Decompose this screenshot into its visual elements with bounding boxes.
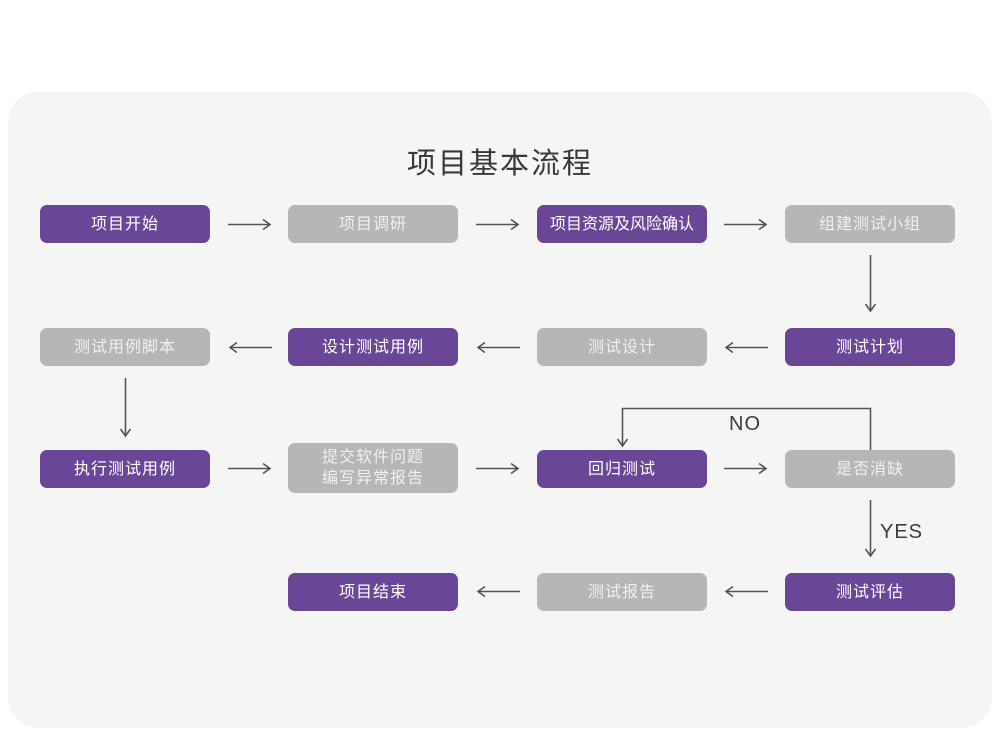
node-research: 项目调研: [288, 205, 458, 243]
node-label: 项目资源及风险确认: [549, 215, 694, 233]
node-label: 组建测试小组: [818, 215, 921, 233]
node-label: 测试设计: [587, 338, 656, 356]
node-design-test-case: 设计测试用例: [288, 328, 458, 366]
node-label: 设计测试用例: [321, 338, 424, 356]
node-test-case-script: 测试用例脚本: [40, 328, 210, 366]
edge-label-yes: YES: [880, 521, 924, 543]
node-test-report: 测试报告: [537, 573, 707, 611]
node-label: 执行测试用例: [73, 460, 176, 478]
node-build-test-team: 组建测试小组: [785, 205, 955, 243]
node-label: 项目开始: [90, 215, 159, 233]
node-label: 测试评估: [835, 583, 904, 601]
node-project-end: 项目结束: [288, 573, 458, 611]
node-test-plan: 测试计划: [785, 328, 955, 366]
page-title: 项目基本流程: [406, 148, 593, 180]
node-start: 项目开始: [40, 205, 210, 243]
flowchart-card: [8, 92, 992, 728]
node-execute-test-case: 执行测试用例: [40, 450, 210, 488]
node-label: 是否消缺: [835, 460, 904, 478]
edge-label-no: NO: [729, 413, 761, 435]
node-label: 测试报告: [587, 583, 656, 601]
node-label: 回归测试: [587, 460, 656, 478]
node-label: 测试计划: [835, 338, 904, 356]
node-label: 提交软件问题: [321, 449, 424, 466]
node-defect-cleared-decision: 是否消缺: [785, 450, 955, 488]
node-test-evaluate: 测试评估: [785, 573, 955, 611]
node-label-line2: 编写异常报告: [321, 470, 424, 487]
node-label: 项目调研: [338, 215, 407, 233]
node-submit-issue-report: 提交软件问题 编写异常报告: [288, 443, 458, 493]
node-regression-test: 回归测试: [537, 450, 707, 488]
node-risk-confirm: 项目资源及风险确认: [537, 205, 707, 243]
node-label: 项目结束: [338, 583, 407, 601]
node-test-design: 测试设计: [537, 328, 707, 366]
node-label: 测试用例脚本: [73, 338, 176, 356]
